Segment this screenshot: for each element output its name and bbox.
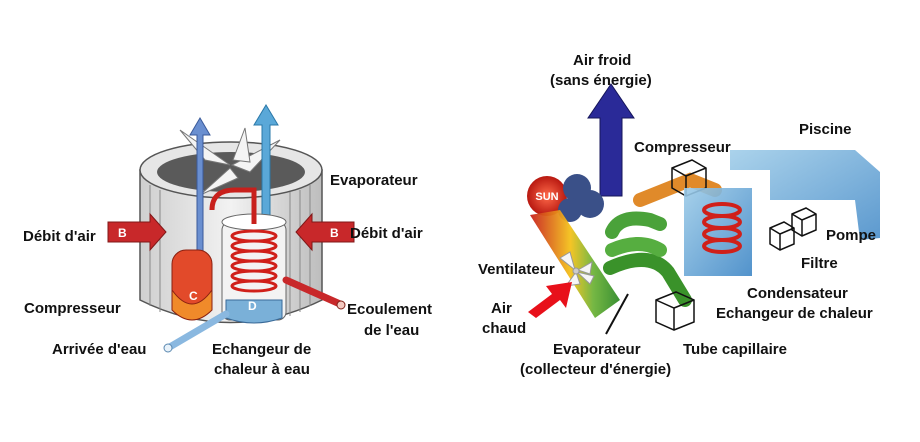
leader-lines bbox=[605, 293, 629, 335]
marker-b-left: B bbox=[118, 226, 127, 240]
label-tube-capillaire: Tube capillaire bbox=[683, 341, 787, 358]
label-condensateur-line1: Condensateur bbox=[747, 285, 848, 302]
airflow-inlet-arrows bbox=[107, 212, 355, 252]
label-ventilateur: Ventilateur bbox=[478, 261, 555, 278]
sun-icon bbox=[527, 176, 567, 216]
label-compresseur-right: Compresseur bbox=[634, 139, 731, 156]
cold-air-arrow bbox=[587, 83, 635, 197]
pool-tank bbox=[684, 150, 880, 276]
label-evaporateur-right-line1: Evaporateur bbox=[553, 341, 641, 358]
label-air-froid-line1: Air froid bbox=[573, 52, 632, 69]
label-arrivee-eau: Arrivée d'eau bbox=[52, 341, 147, 358]
label-ecoulement-line2: de l'eau bbox=[364, 322, 420, 339]
label-evaporateur-right-line2: (collecteur d'énergie) bbox=[520, 361, 672, 378]
marker-d: D bbox=[248, 299, 257, 313]
label-piscine: Piscine bbox=[799, 121, 852, 138]
label-air-chaud-line1: Air bbox=[491, 300, 512, 317]
label-filtre: Filtre bbox=[801, 255, 838, 272]
label-evaporateur-left: Evaporateur bbox=[330, 172, 418, 189]
water-heat-exchanger bbox=[209, 187, 287, 324]
evaporator-band bbox=[530, 210, 620, 318]
label-echangeur-line2: chaleur à eau bbox=[214, 361, 310, 378]
label-echangeur-line1: Echangeur de bbox=[212, 341, 312, 358]
label-air-froid-line2: (sans énergie) bbox=[550, 72, 652, 89]
label-compresseur-left: Compresseur bbox=[24, 300, 121, 317]
sun-label: SUN bbox=[535, 191, 558, 203]
label-debit-air-left: Débit d'air bbox=[23, 228, 96, 245]
hot-air-arrow bbox=[528, 282, 572, 318]
marker-b-right: B bbox=[330, 226, 339, 240]
label-condensateur-line2: Echangeur de chaleur bbox=[716, 305, 873, 322]
compressor-unit bbox=[171, 249, 213, 321]
label-pompe: Pompe bbox=[826, 227, 877, 244]
component-cubes bbox=[655, 159, 817, 331]
water-pipes bbox=[163, 276, 346, 353]
label-debit-air-right: Débit d'air bbox=[350, 225, 423, 242]
marker-c: C bbox=[189, 289, 198, 303]
label-ecoulement-line1: Ecoulement bbox=[347, 301, 433, 318]
cloud-icon bbox=[558, 174, 604, 222]
label-air-chaud-line2: chaud bbox=[482, 320, 527, 337]
